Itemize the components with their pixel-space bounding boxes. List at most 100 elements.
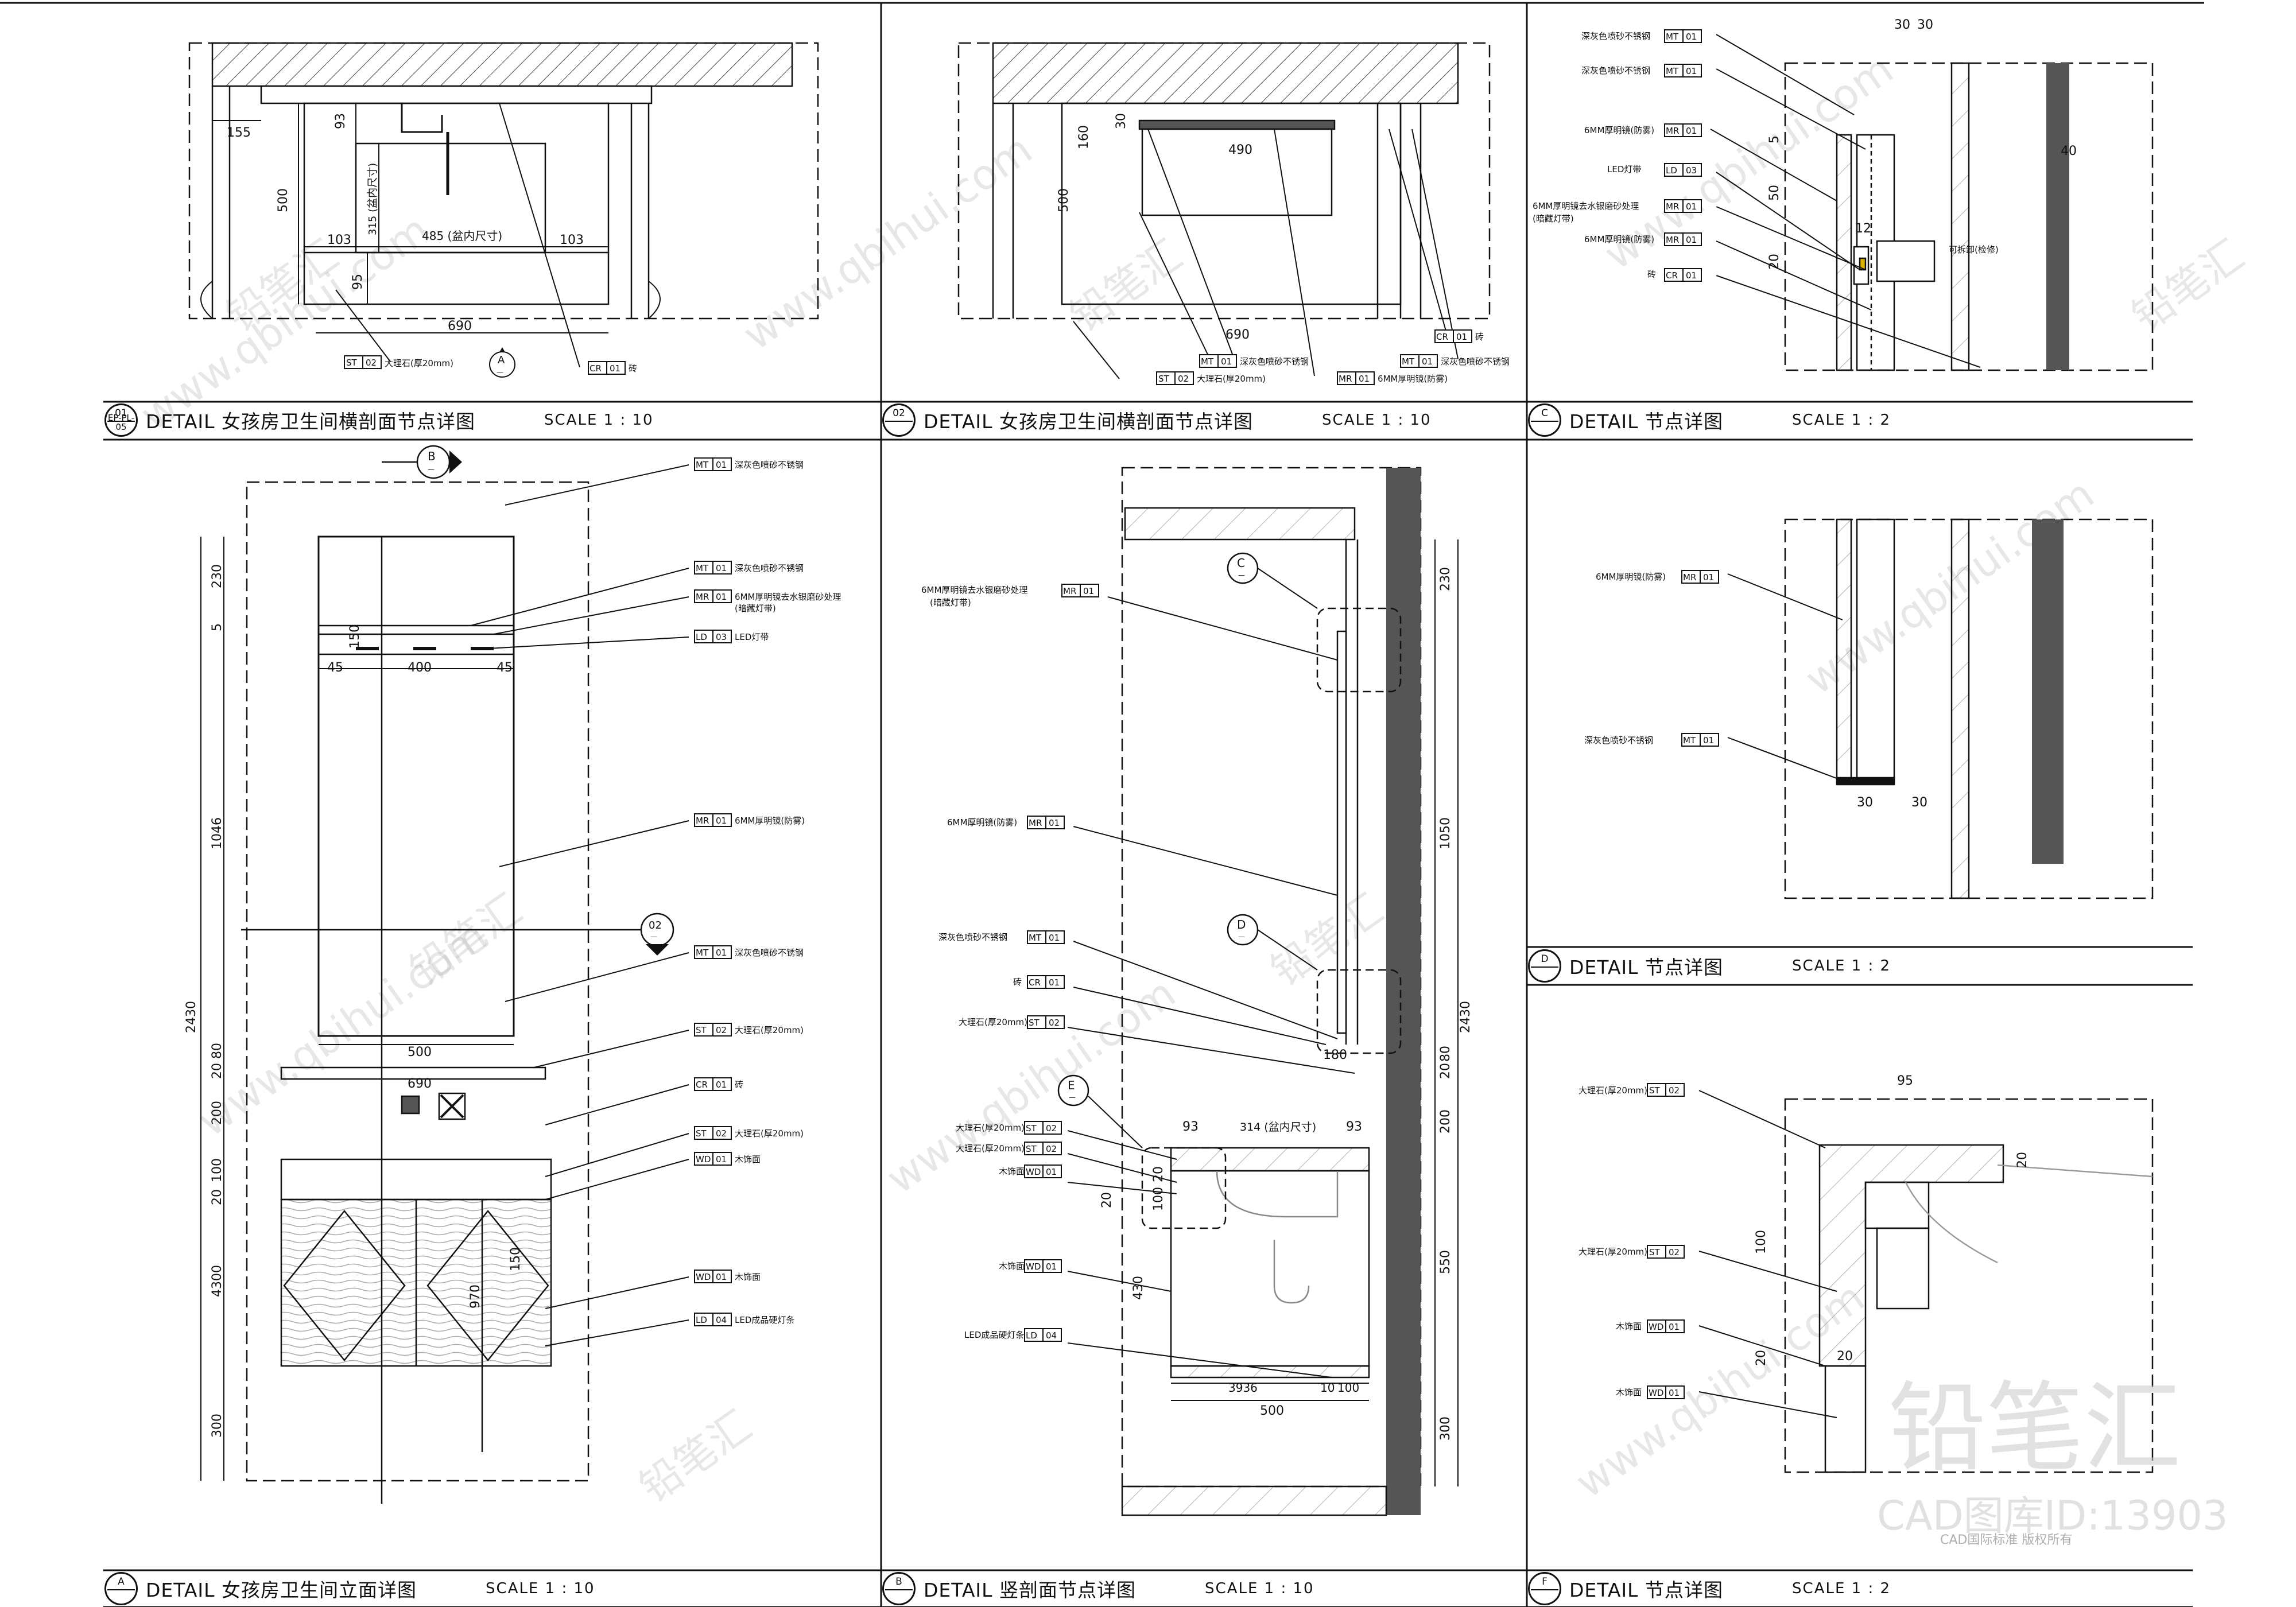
tag-num: 01 [716, 1272, 727, 1282]
panel-01-dimensions [212, 103, 608, 333]
detail-marker-B: B [882, 1572, 916, 1605]
material-marble: 大理石(厚20mm) [956, 1123, 1025, 1133]
tag-code: WD [696, 1272, 711, 1282]
panel-title-02: 02 DETAIL 女孩房卫生间横剖面节点详图 SCALE 1 : 10 [882, 402, 1432, 438]
material-mirror-fog: 6MM厚明镜(防雾) [1596, 572, 1666, 582]
hidden-light-note: (暗藏灯带) [735, 603, 776, 614]
dim-970: 970 [468, 1284, 483, 1309]
marker-02: 02 [649, 919, 662, 931]
panel-B-markers: C — D — E — [1057, 552, 1318, 1148]
dim-315: 315 (盆内尺寸) [367, 163, 379, 235]
dim-690: 690 [448, 319, 472, 333]
material-mirror-fog: 6MM厚明镜(防雾) [1378, 374, 1448, 384]
material-tile: 砖 [735, 1080, 743, 1090]
tag-code: MR [1339, 374, 1352, 384]
detail-marker-02: 02 [882, 403, 916, 437]
panel-F-tags: 大理石(厚20mm) ST 02 大理石(厚20mm) ST 02 木饰面 WD… [1578, 1083, 1685, 1399]
dim-430: 430 [1131, 1276, 1146, 1300]
tag-code: CR [1436, 332, 1448, 342]
tag-num: 02 [1178, 374, 1189, 384]
tag-code: WD [1649, 1388, 1663, 1398]
dim-160: 160 [1077, 125, 1091, 149]
tag-code: WD [696, 1154, 711, 1165]
tag-code: MR [1666, 201, 1679, 212]
material-mirror-frost: 6MM厚明镜去水银磨砂处理 [921, 585, 1027, 595]
material-wood: 木饰面 [735, 1154, 761, 1165]
dim-20: 20 [1754, 1350, 1768, 1366]
panel-01-leaders [335, 103, 580, 368]
material-mirror-fog: 6MM厚明镜(防雾) [1584, 234, 1654, 244]
dim-150: 150 [509, 1247, 523, 1271]
tag-code: WD [1649, 1322, 1663, 1332]
tag-num: 01 [1221, 356, 1232, 367]
tag-code: MR [1063, 586, 1076, 596]
tag-code: MR [1029, 818, 1042, 828]
tag-code: MT [1402, 356, 1415, 367]
tag-num: 01 [716, 948, 727, 958]
panel-A-markers: B — 02 — [241, 445, 674, 956]
panel-01-drawing [188, 42, 819, 320]
tag-num: 02 [716, 1128, 727, 1139]
tag-num: 01 [610, 363, 620, 374]
panel-A-tags: MT 01 深灰色喷砂不锈钢 MT 01 深灰色喷砂不锈钢 MR 01 6MM厚… [694, 457, 841, 1326]
detail-title: DETAIL 节点详图 [1569, 1579, 1724, 1601]
tag-code: LD [696, 632, 707, 642]
dim-490: 490 [1228, 143, 1252, 157]
material-wood: 木饰面 [1616, 1387, 1642, 1398]
dim-20: 20 [1100, 1192, 1114, 1208]
dim-95: 95 [351, 274, 365, 290]
material-steel: 深灰色喷砂不锈钢 [1581, 65, 1650, 76]
tag-num: 01 [716, 1080, 727, 1090]
tag-num: 02 [366, 358, 377, 368]
marker-B-dash: — [428, 465, 435, 473]
panel-title-D: D DETAIL 节点详图 SCALE 1 : 2 [1528, 948, 1891, 984]
dim-150: 150 [348, 624, 362, 649]
material-steel: 深灰色喷砂不锈钢 [735, 563, 804, 573]
material-mirror-frost: 6MM厚明镜去水银磨砂处理 [1533, 201, 1639, 211]
panel-01-tags: ST 02 大理石(厚20mm) A — CR 01 砖 [344, 347, 637, 378]
material-steel: 深灰色喷砂不锈钢 [1240, 356, 1309, 367]
panel-title-F: F DETAIL 节点详图 SCALE 1 : 2 [1528, 1570, 1891, 1607]
marker-C-dash: — [1238, 571, 1245, 579]
tag-num: 01 [716, 816, 727, 826]
panel-A-drawing [246, 481, 589, 1504]
tag-num: 02 [1669, 1247, 1680, 1257]
tag-code: ST [346, 358, 358, 368]
tag-num: 04 [1046, 1330, 1057, 1341]
hidden-light-note: (暗藏灯带) [1533, 214, 1574, 224]
panel-B-drawing [1121, 467, 1422, 1516]
marker-B: B [428, 449, 436, 463]
dim-103-left: 103 [327, 233, 351, 247]
dim-1046: 1046 [210, 817, 224, 849]
material-tile: 砖 [1013, 977, 1022, 987]
tag-code: MT [696, 948, 709, 958]
tag-code: ST [1649, 1085, 1661, 1096]
tag-code: ST [1158, 374, 1170, 384]
tag-num: 01 [1046, 1167, 1057, 1177]
tag-code: CR [589, 363, 602, 374]
material-steel: 深灰色喷砂不锈钢 [1581, 31, 1650, 41]
dim-80: 80 [1438, 1046, 1453, 1062]
copyright-watermark: CAD国际标准 版权所有 [1940, 1533, 2073, 1547]
material-marble: 大理石(厚20mm) [735, 1025, 804, 1035]
detail-scale: SCALE 1 : 10 [544, 412, 654, 429]
material-led-bar: LED成品硬灯条 [735, 1315, 794, 1325]
dim-100: 100 [1337, 1381, 1359, 1395]
panel-B-dimensions [1171, 539, 1459, 1486]
tag-num: 01 [716, 563, 727, 573]
tag-num: 01 [1359, 374, 1370, 384]
material-mirror-fog: 6MM厚明镜(防雾) [1584, 125, 1654, 135]
material-marble: 大理石(厚20mm) [956, 1143, 1025, 1154]
brand-watermark: 铅笔汇 [1888, 1372, 2182, 1485]
tag-code: MR [1683, 572, 1696, 583]
material-wood: 木饰面 [735, 1272, 761, 1282]
panel-A-dimensions [200, 537, 514, 1481]
detail-marker-id: C [1541, 407, 1548, 419]
tag-num: 02 [1046, 1123, 1057, 1134]
panel-02-leaders [1073, 129, 1459, 379]
dim-200: 200 [210, 1101, 224, 1125]
dim-30: 30 [1917, 18, 1933, 32]
dim-155: 155 [227, 126, 251, 140]
tag-code: MT [1683, 735, 1696, 746]
